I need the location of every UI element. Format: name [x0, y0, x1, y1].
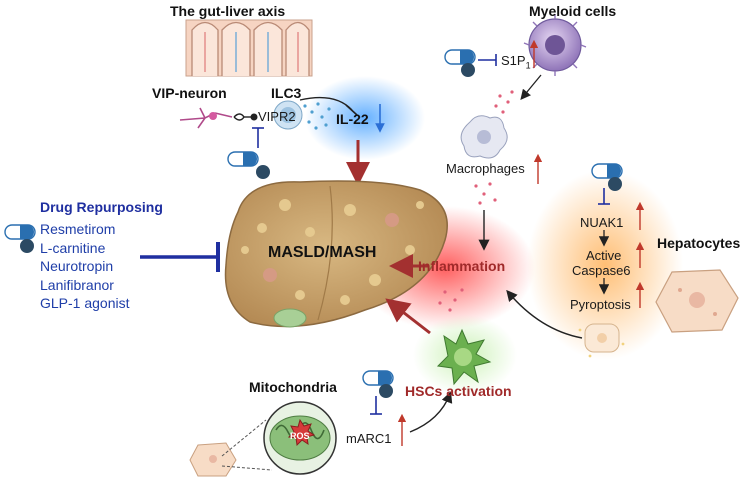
- myeloid-cell-icon: [523, 14, 587, 76]
- il22-glow: [305, 76, 425, 160]
- ilc3-label: ILC3: [271, 85, 302, 101]
- hsc-to-liver-arrow: [385, 298, 431, 335]
- mitochondria-title: Mitochondria: [249, 379, 337, 395]
- up-arrow-icons: [529, 39, 645, 308]
- s1p1-subscript: 1: [525, 60, 531, 71]
- vipr2-label: VIPR2: [258, 109, 296, 124]
- ros-label: ROS: [290, 431, 310, 441]
- hsc-activation-label: HSCs activation: [405, 383, 512, 399]
- vip-neuron-icon: [179, 107, 258, 129]
- s1p1-label: S1P1: [501, 54, 531, 71]
- liver-icon: [224, 180, 448, 328]
- gut-liver-title: The gut-liver axis: [170, 3, 286, 19]
- cytokine-dots: [438, 288, 464, 312]
- cytokine-dots: [474, 182, 497, 205]
- liver-label: MASLD/MASH: [268, 244, 377, 261]
- hsc-cell-icon: [436, 328, 492, 386]
- pill-icon: [362, 370, 394, 398]
- s1p1-base: S1P: [501, 53, 526, 68]
- intestinal-villi-icon: [185, 19, 313, 77]
- inhibition-bar: [345, 104, 358, 116]
- marc1-to-hsc-arrow: [409, 391, 453, 433]
- pyroptotic-cell-icon: [578, 323, 625, 358]
- hepatocyte-glow: [527, 170, 683, 360]
- macrophages-label: Macrophages: [446, 161, 525, 176]
- caspase6-label: Caspase6: [572, 263, 631, 278]
- ilc3-cell-icon: [273, 100, 331, 130]
- pyroptosis-label: Pyroptosis: [570, 297, 631, 312]
- drug-title: Drug Repurposing: [40, 199, 163, 215]
- pill-icon: [444, 49, 476, 77]
- hepatocyte-small-icon: [189, 442, 237, 477]
- macrophage-icon: [460, 115, 508, 159]
- vip-neuron-label: VIP-neuron: [152, 85, 227, 101]
- cytokine-dots: [494, 90, 514, 114]
- drug-item: Neurotropin: [40, 258, 114, 275]
- pill-icon: [591, 163, 623, 191]
- active-label: Active: [586, 248, 622, 263]
- pill-icon: [227, 151, 270, 179]
- mitochondria-icon: [263, 401, 337, 475]
- drug-list: Resmetirom L-carnitine Neurotropin Lanif…: [40, 220, 130, 313]
- pill-icon: [4, 224, 36, 253]
- inflammation-label: Inflammation: [418, 258, 506, 274]
- drug-item: L-carnitine: [40, 239, 106, 256]
- marc1-label: mARC1: [346, 431, 392, 446]
- pyroptosis-to-inflammation-arrow: [506, 289, 583, 339]
- nuak1-label: NUAK1: [580, 215, 624, 230]
- drug-item: Lanifibranor: [40, 276, 114, 293]
- zoom-line: [221, 419, 267, 457]
- drug-item: GLP-1 agonist: [40, 295, 130, 312]
- il22-label: IL-22: [336, 111, 369, 127]
- myeloid-to-macrophage-arrow: [520, 74, 542, 101]
- drug-item: Resmetirom: [40, 221, 116, 237]
- zoom-line: [221, 465, 273, 471]
- hepatocytes-title: Hepatocytes: [657, 235, 741, 251]
- myeloid-title: Myeloid cells: [529, 3, 617, 19]
- hepatocyte-icon: [655, 269, 739, 333]
